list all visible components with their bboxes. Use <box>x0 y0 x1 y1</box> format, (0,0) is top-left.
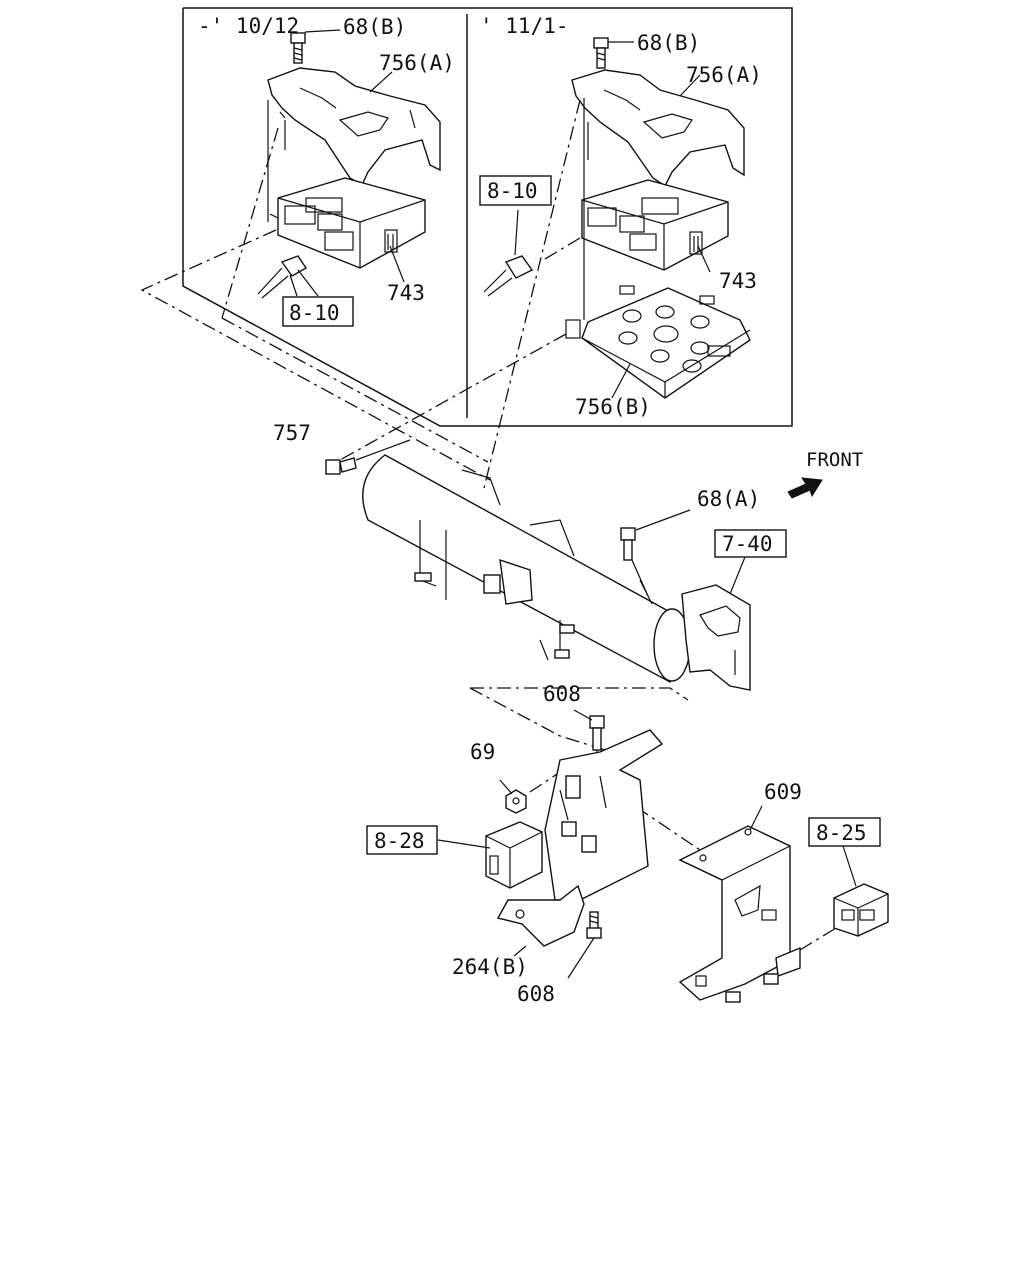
mount-bracket-part <box>544 729 664 901</box>
bolt-757-part <box>325 439 411 475</box>
label-68b-right: 68(B) <box>637 31 700 55</box>
svg-text:756(B): 756(B) <box>575 395 651 419</box>
connector-left-part <box>257 255 307 299</box>
bracket-264b-part <box>496 884 585 947</box>
svg-text:8-10: 8-10 <box>487 179 538 203</box>
cross-member-part <box>362 454 751 691</box>
front-label: FRONT <box>806 449 863 471</box>
bracket-609-part <box>678 825 801 1003</box>
relay-8-28-part <box>485 821 543 889</box>
unit-743-right-part <box>581 179 729 271</box>
svg-text:69: 69 <box>470 740 495 764</box>
svg-text:-' 10/12: -' 10/12 <box>198 14 299 38</box>
label-608-top: 608 <box>543 682 581 706</box>
svg-text:8-10: 8-10 <box>289 301 340 325</box>
bracket-756a-right-part <box>571 69 745 198</box>
bracket-756a-left-part <box>267 67 441 201</box>
svg-text:756(A): 756(A) <box>686 63 762 87</box>
connector-right-part <box>483 209 534 297</box>
ref-box-8-10-right[interactable]: 8-10 <box>479 175 552 206</box>
svg-text:608: 608 <box>517 982 555 1006</box>
svg-text:756(A): 756(A) <box>379 51 455 75</box>
ref-box-8-10-left[interactable]: 8-10 <box>282 296 354 327</box>
inset-frames <box>182 7 793 427</box>
svg-text:608: 608 <box>543 682 581 706</box>
bolt-608-bottom-part <box>586 911 602 939</box>
label-69: 69 <box>470 740 495 764</box>
label-743-left: 743 <box>387 281 425 305</box>
ref-box-8-25[interactable]: 8-25 <box>808 817 881 847</box>
ref-box-8-28[interactable]: 8-28 <box>366 825 438 855</box>
label-264b: 264(B) <box>452 955 528 979</box>
label-757: 757 <box>273 421 311 445</box>
label-608-bottom: 608 <box>517 982 555 1006</box>
unit-743-left-part <box>277 177 426 269</box>
label-68b-left: 68(B) <box>343 15 406 39</box>
label-756a-left: 756(A) <box>379 51 455 75</box>
bolt-68b-right-part <box>593 37 634 69</box>
front-arrow-icon <box>787 477 823 499</box>
label-756b: 756(B) <box>575 395 651 419</box>
label-609: 609 <box>764 780 802 804</box>
svg-text:264(B): 264(B) <box>452 955 528 979</box>
bolt-68a-part <box>620 509 691 597</box>
svg-text:' 11/1-: ' 11/1- <box>480 14 569 38</box>
bolt-68b-left-part <box>290 29 341 64</box>
guide-lines <box>140 99 837 951</box>
period-label-early: -' 10/12 <box>198 14 299 38</box>
label-68a: 68(A) <box>697 487 760 511</box>
relay-8-25-part <box>833 883 889 937</box>
leader-lines-right <box>583 74 711 399</box>
svg-text:609: 609 <box>764 780 802 804</box>
label-756a-right: 756(A) <box>686 63 762 87</box>
period-label-late: ' 11/1- <box>480 14 569 38</box>
svg-text:8-25: 8-25 <box>816 821 867 845</box>
svg-text:8-28: 8-28 <box>374 829 425 853</box>
leader-lines-lower <box>437 709 857 979</box>
ref-box-7-40[interactable]: 7-40 <box>714 529 787 558</box>
svg-text:68(B): 68(B) <box>343 15 406 39</box>
svg-text:7-40: 7-40 <box>722 532 773 556</box>
nut-69-part <box>505 789 527 814</box>
svg-text:743: 743 <box>719 269 757 293</box>
svg-text:743: 743 <box>387 281 425 305</box>
label-743-right: 743 <box>719 269 757 293</box>
svg-text:68(B): 68(B) <box>637 31 700 55</box>
svg-text:757: 757 <box>273 421 311 445</box>
svg-text:68(A): 68(A) <box>697 487 760 511</box>
tray-756b-part <box>565 285 751 399</box>
svg-text:FRONT: FRONT <box>806 449 863 471</box>
